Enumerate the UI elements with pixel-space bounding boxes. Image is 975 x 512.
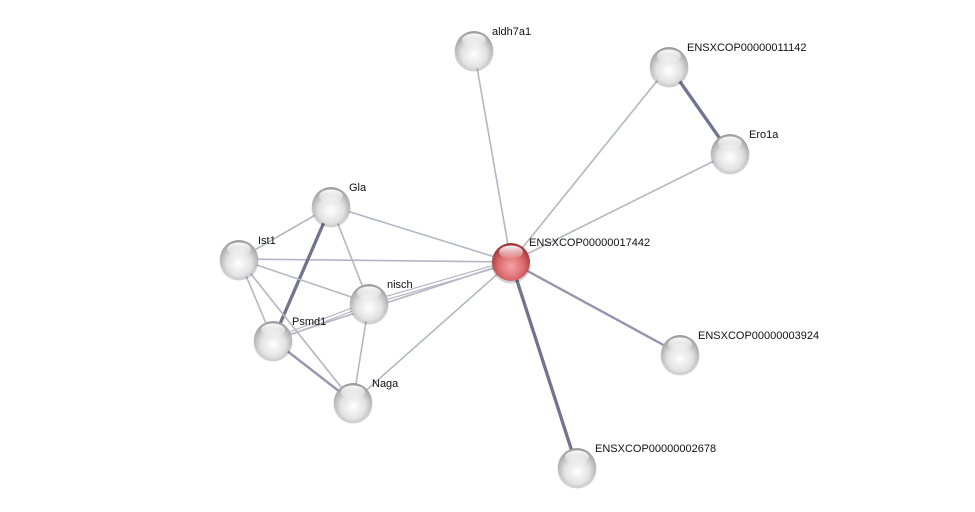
node-label: ENSXCOP00000011142: [687, 42, 806, 54]
node-highlight: [462, 33, 486, 47]
node-highlight: [668, 337, 692, 351]
node-ENSXCOP00000003924[interactable]: ENSXCOP00000003924: [660, 330, 820, 376]
node-highlight: [565, 450, 589, 464]
node-highlight: [261, 323, 285, 337]
node-label: ENSXCOP00000017442: [529, 237, 650, 249]
node-label: Ero1a: [749, 129, 779, 141]
edge-ENSXCOP00000017442-ENSXCOP00000003924[interactable]: [510, 260, 681, 356]
edge-ENSXCOP00000017442-ENSXCOP00000002678[interactable]: [509, 261, 579, 468]
node-label: ENSXCOP00000003924: [698, 330, 819, 342]
node-Naga[interactable]: Naga: [333, 378, 400, 424]
node-label: Ist1: [258, 235, 276, 247]
edge-ENSXCOP00000017442-Ist1[interactable]: [238, 258, 512, 263]
node-label: Naga: [372, 378, 399, 390]
node-label: aldh7a1: [492, 26, 531, 38]
node-highlight: [227, 242, 251, 256]
node-label: ENSXCOP00000002678: [595, 443, 716, 455]
edge-ENSXCOP00000017442-nisch[interactable]: [368, 259, 511, 303]
edge-ENSXCOP00000017442-Naga[interactable]: [352, 261, 512, 403]
node-label: Gla: [349, 182, 367, 194]
node-Ist1[interactable]: Ist1: [219, 235, 276, 281]
edge-ENSXCOP00000017442-ENSXCOP00000011142[interactable]: [510, 65, 670, 263]
node-label: Psmd1: [292, 316, 326, 328]
edge-Ist1-Naga[interactable]: [238, 258, 354, 403]
node-ENSXCOP00000002678[interactable]: ENSXCOP00000002678: [557, 443, 717, 489]
edge-Ist1-nisch[interactable]: [238, 258, 370, 304]
edge-ENSXCOP00000017442-Gla[interactable]: [330, 205, 512, 263]
node-Psmd1[interactable]: Psmd1: [253, 316, 327, 362]
node-highlight: [657, 49, 681, 63]
node-highlight: [357, 286, 381, 300]
node-highlight: [718, 136, 742, 150]
node-aldh7a1[interactable]: aldh7a1: [454, 26, 532, 72]
node-ENSXCOP00000011142[interactable]: ENSXCOP00000011142: [649, 42, 807, 88]
node-highlight: [319, 189, 343, 203]
node-label: nisch: [387, 279, 413, 291]
edge-Gla-Psmd1[interactable]: [271, 205, 333, 341]
node-Ero1a[interactable]: Ero1a: [710, 129, 780, 175]
edge-ENSXCOP00000017442-Ero1a[interactable]: [510, 152, 731, 263]
node-Gla[interactable]: Gla: [311, 182, 368, 228]
node-highlight: [341, 385, 365, 399]
node-ENSXCOP00000017442[interactable]: ENSXCOP00000017442: [491, 237, 651, 284]
node-nisch[interactable]: nisch: [349, 279, 413, 325]
node-highlight: [499, 245, 523, 259]
edge-ENSXCOP00000017442-aldh7a1[interactable]: [473, 49, 512, 263]
